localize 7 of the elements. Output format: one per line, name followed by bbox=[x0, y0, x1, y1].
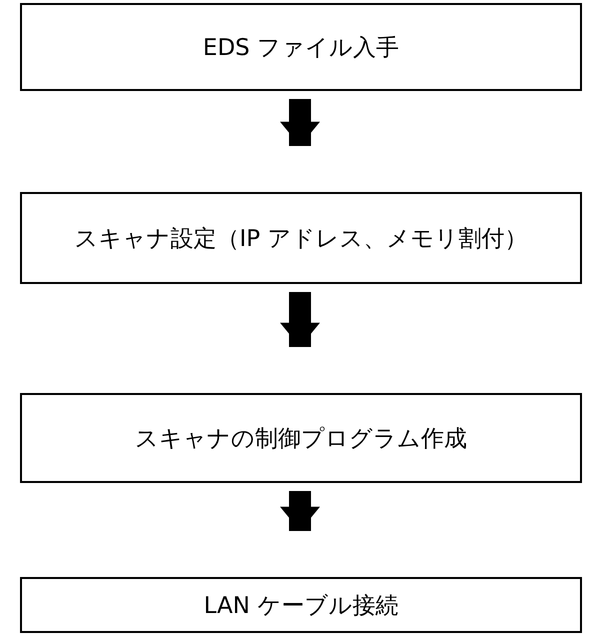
process-box: スキャナの制御プログラム作成 bbox=[20, 393, 582, 483]
process-box: LAN ケーブル接続 bbox=[20, 577, 582, 633]
arrow bbox=[280, 491, 320, 531]
process-box: スキャナ設定（IP アドレス、メモリ割付） bbox=[20, 192, 582, 284]
arrow bbox=[280, 99, 320, 146]
arrow bbox=[280, 292, 320, 347]
process-box: EDS ファイル入手 bbox=[20, 3, 582, 91]
